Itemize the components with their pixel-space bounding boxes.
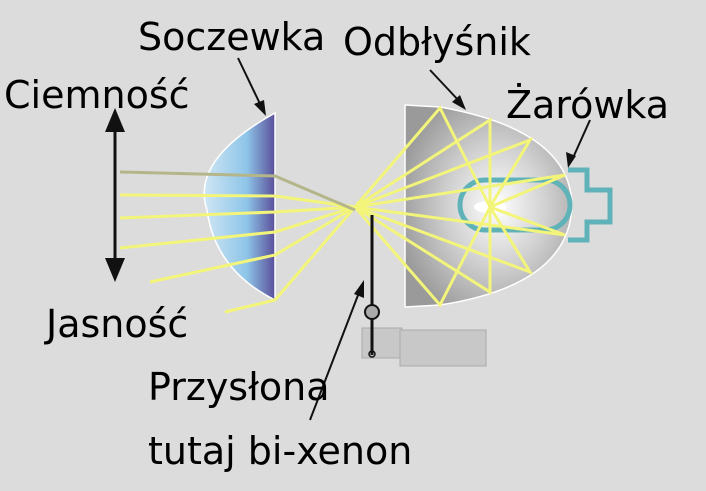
lens-shape	[203, 111, 276, 302]
shutter	[361, 215, 487, 367]
label-shutter-note: tutaj bi-xenon	[148, 429, 412, 473]
label-darkness: Ciemność	[4, 73, 190, 117]
light-rays	[119, 105, 566, 314]
label-brightness: Jasność	[44, 302, 188, 346]
pointer-arrows	[237, 57, 591, 421]
brightness-arrow-icon	[105, 108, 125, 282]
label-reflector: Odbłyśnik	[343, 20, 531, 64]
label-shutter: Przysłona	[148, 365, 330, 409]
label-lens: Soczewka	[138, 15, 325, 59]
label-bulb: Żarówka	[506, 83, 669, 127]
